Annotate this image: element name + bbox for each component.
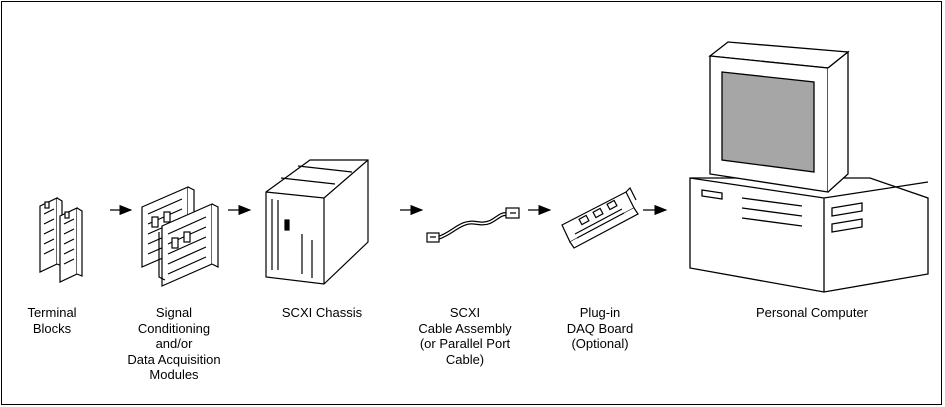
signal-conditioning-label: Signal Conditioning and/or Data Acquisit… <box>127 305 221 382</box>
terminal-blocks-icon <box>39 197 83 283</box>
personal-computer-label: Personal Computer <box>756 305 868 320</box>
cable-assembly-icon <box>426 207 520 243</box>
scxi-chassis-icon <box>265 159 369 285</box>
daq-board-label: Plug-in DAQ Board (Optional) <box>566 305 634 351</box>
scxi-cable-label: SCXI Cable Assembly (or Parallel Port Ca… <box>418 305 512 367</box>
scxi-chassis-label: SCXI Chassis <box>281 305 363 320</box>
personal-computer-icon <box>689 41 929 293</box>
terminal-blocks-label: Terminal Blocks <box>27 305 77 336</box>
signal-conditioning-modules-icon <box>141 186 219 287</box>
daq-board-icon <box>561 186 639 249</box>
